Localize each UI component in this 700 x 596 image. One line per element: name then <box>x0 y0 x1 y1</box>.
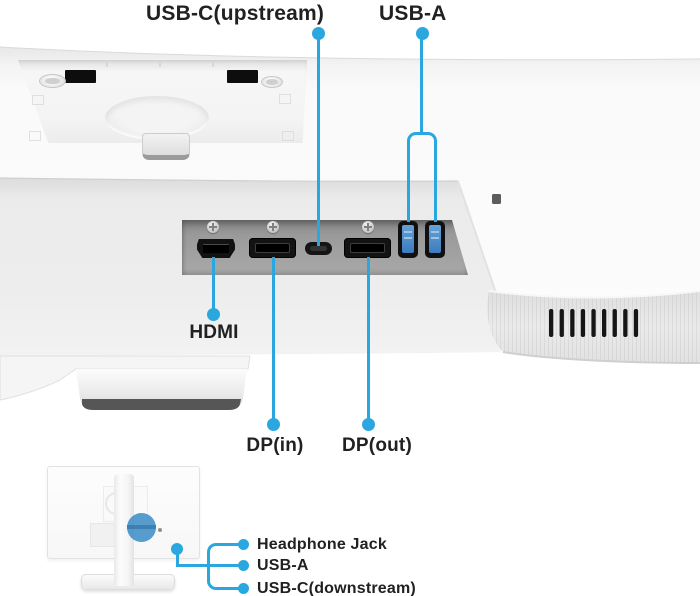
callout-fork-usb-a <box>407 132 437 222</box>
recess-corner-bl <box>29 131 41 141</box>
recess-corner-tl <box>32 95 44 105</box>
side-ports-highlight-circle <box>127 513 156 542</box>
usb-c-slot <box>310 246 327 251</box>
usb-c-upstream-port <box>305 242 332 255</box>
screw-hole-left <box>39 74 66 88</box>
recess-tick-3 <box>212 62 214 67</box>
small-monitor-stand-column <box>114 474 134 586</box>
callout-dot-headphone <box>238 539 249 550</box>
callout-stem-side <box>176 552 179 566</box>
screw-dp-in <box>267 221 279 233</box>
stand-release-latch <box>142 133 190 160</box>
label-usb-a-side: USB-A <box>257 557 309 574</box>
dp-out-port <box>344 238 391 258</box>
callout-hline-side <box>176 564 245 567</box>
screw-hole-right <box>261 76 283 88</box>
usb-a-port-2-tab <box>429 225 441 253</box>
bulge-top-edge <box>0 177 459 182</box>
callout-dot-side-ports <box>171 543 183 555</box>
hdmi-port-slot <box>203 244 229 253</box>
recess-tick-1 <box>106 62 108 67</box>
label-headphone-jack: Headphone Jack <box>257 536 387 553</box>
label-dp-out: DP(out) <box>342 435 412 456</box>
vesa-slot-right <box>227 70 258 83</box>
callout-line-usb-c <box>317 38 320 246</box>
callout-line-dp-out <box>367 257 370 419</box>
bulge-corner-edge <box>457 180 498 297</box>
dp-out-slot <box>350 243 385 253</box>
callout-dot-usb-a <box>416 27 429 40</box>
label-usb-c-upstream: USB-C(upstream) <box>146 2 325 25</box>
stand-release-dish <box>105 96 209 140</box>
callout-line-dp-in <box>272 257 275 419</box>
callout-dot-dp-in <box>267 418 280 431</box>
vent-band-top-edge <box>488 290 700 299</box>
callout-line-hdmi <box>212 257 215 309</box>
usb-a-port-2 <box>425 221 445 258</box>
callout-dot-usb-c <box>312 27 325 40</box>
label-usb-a-top: USB-A <box>379 2 447 25</box>
label-dp-in: DP(in) <box>246 435 304 456</box>
callout-dot-usb-c-down <box>238 583 249 594</box>
screw-hdmi <box>207 221 219 233</box>
label-hdmi: HDMI <box>189 322 239 343</box>
kensington-mark <box>492 194 501 204</box>
recess-tick-2 <box>159 62 161 67</box>
callout-dot-dp-out <box>362 418 375 431</box>
recess-corner-tr <box>279 94 291 104</box>
side-ports-strip <box>127 525 156 529</box>
hdmi-port <box>197 239 235 258</box>
callout-dot-usb-a-side <box>238 560 249 571</box>
callout-stem-usb-a <box>420 38 423 134</box>
callout-fork-side <box>207 543 245 590</box>
recess-corner-br <box>282 131 294 141</box>
screw-dp-out <box>362 221 374 233</box>
label-usb-c-downstream: USB-C(downstream) <box>257 580 416 596</box>
speaker-grille <box>549 309 639 337</box>
usb-a-port-1 <box>398 221 418 258</box>
monitor-top-edge <box>0 46 700 61</box>
dp-in-port <box>249 238 296 258</box>
callout-dot-hdmi <box>207 308 220 321</box>
small-monitor-marking <box>158 528 162 532</box>
vesa-slot-left <box>65 70 96 83</box>
usb-a-port-1-tab <box>402 225 414 253</box>
stand-mount-wedge-dark-edge <box>82 399 241 410</box>
vent-band-bottom-shadow <box>502 351 700 364</box>
dp-in-slot <box>255 243 290 253</box>
